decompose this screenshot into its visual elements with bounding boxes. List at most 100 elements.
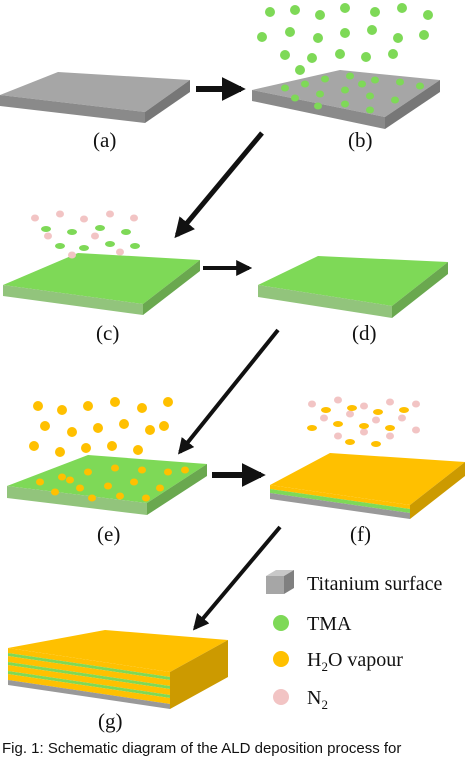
h2o-molecule [373, 409, 383, 415]
step-c-label: (c) [96, 321, 119, 345]
h2o-molecule [40, 421, 50, 431]
tma-molecule [315, 10, 325, 20]
h2o-molecule [84, 468, 92, 476]
n2-molecule [412, 426, 420, 434]
tma-molecule [340, 3, 350, 13]
tma-molecule [314, 102, 322, 110]
h2o-molecule [33, 401, 43, 411]
legend-n2-main: N [307, 687, 321, 709]
tma-molecule [361, 52, 371, 62]
tma-molecule [281, 84, 289, 92]
tma-molecule [313, 33, 323, 43]
h2o-molecule [385, 425, 395, 431]
h2o-molecule [93, 423, 103, 433]
h2o-molecule [111, 464, 119, 472]
n2-molecule [44, 232, 52, 240]
tma-molecule [396, 78, 404, 86]
n2-molecule [386, 398, 394, 406]
h2o-molecule [76, 484, 84, 492]
legend-h2o-main: H [307, 649, 321, 671]
tma-molecule [295, 65, 305, 75]
h2o-molecule [333, 421, 343, 427]
tma-molecule [366, 92, 374, 100]
step-b-titanium-plate [252, 70, 440, 129]
step-c-tma-coated-plate [3, 253, 200, 315]
legend-tma-label: TMA [307, 613, 352, 635]
arrow-d-to-e [177, 328, 280, 455]
h2o-molecule [145, 425, 155, 435]
step-c-n2-tma-molecules [31, 210, 140, 261]
step-b-tma-molecules [257, 3, 433, 114]
tma-molecule [95, 225, 105, 231]
legend: Titanium surface TMA H2O vapour N2 [266, 570, 442, 712]
tma-molecule [335, 49, 345, 59]
tma-molecule [341, 86, 349, 94]
h2o-molecule [399, 407, 409, 413]
n2-molecule [56, 210, 64, 218]
h2o-molecule [36, 478, 44, 486]
tma-molecule [358, 80, 366, 88]
tma-molecule [393, 33, 403, 43]
figure-caption: Fig. 1: Schematic diagram of the ALD dep… [2, 740, 402, 757]
tma-molecule [391, 96, 399, 104]
n2-molecule [412, 400, 420, 408]
step-g-label: (g) [98, 709, 123, 733]
n2-molecule [360, 402, 368, 410]
h2o-molecule [137, 403, 147, 413]
h2o-molecule [142, 494, 150, 502]
step-g-multilayer-stack [8, 630, 228, 709]
h2o-molecule [164, 468, 172, 476]
step-a-titanium-plate [0, 72, 190, 123]
h2o-molecule [29, 441, 39, 451]
h2o-molecule [347, 405, 357, 411]
h2o-molecule [359, 423, 369, 429]
h2o-molecule [58, 473, 66, 481]
h2o-molecule [107, 441, 117, 451]
h2o-molecule [110, 397, 120, 407]
tma-molecule [257, 32, 267, 42]
tma-molecule [130, 243, 140, 249]
h2o-molecule [307, 425, 317, 431]
tma-molecule [321, 75, 329, 83]
h2o-molecule [67, 427, 77, 437]
h2o-molecule [81, 443, 91, 453]
legend-h2o-rest: O vapour [328, 649, 403, 671]
tma-molecule [316, 90, 324, 98]
tma-molecule [367, 25, 377, 35]
tma-molecule [79, 245, 89, 251]
h2o-molecule [133, 445, 143, 455]
tma-molecule [290, 5, 300, 15]
tma-molecule [301, 80, 309, 88]
tma-molecule [67, 229, 77, 235]
n2-molecule [80, 215, 88, 223]
arrow-f-to-g [192, 525, 282, 631]
tma-molecule [291, 94, 299, 102]
n2-molecule [106, 210, 114, 218]
legend-h2o-subscript: 2 [321, 659, 328, 674]
ald-process-diagram: (a) (b) (c) (d) (e) [0, 3, 465, 733]
legend-titanium-label: Titanium surface [307, 573, 442, 595]
h2o-molecule [51, 488, 59, 496]
legend-n2-subscript: 2 [321, 697, 328, 712]
tma-molecule [265, 7, 275, 17]
h2o-molecule [163, 397, 173, 407]
tma-molecule [121, 229, 131, 235]
n2-molecule [320, 414, 328, 422]
h2o-molecule [156, 484, 164, 492]
legend-h2o-icon [273, 651, 289, 667]
h2o-molecule [88, 494, 96, 502]
n2-molecule [334, 396, 342, 404]
n2-molecule [308, 400, 316, 408]
tma-molecule [285, 27, 295, 37]
h2o-molecule [55, 447, 65, 457]
legend-h2o-label: H2O vapour [307, 649, 403, 674]
tma-molecule [371, 76, 379, 84]
legend-tma-icon [273, 615, 289, 631]
tma-molecule [366, 106, 374, 114]
h2o-molecule [371, 441, 381, 447]
h2o-molecule [181, 466, 189, 474]
n2-molecule [360, 428, 368, 436]
h2o-molecule [138, 466, 146, 474]
n2-molecule [398, 414, 406, 422]
h2o-molecule [321, 407, 331, 413]
